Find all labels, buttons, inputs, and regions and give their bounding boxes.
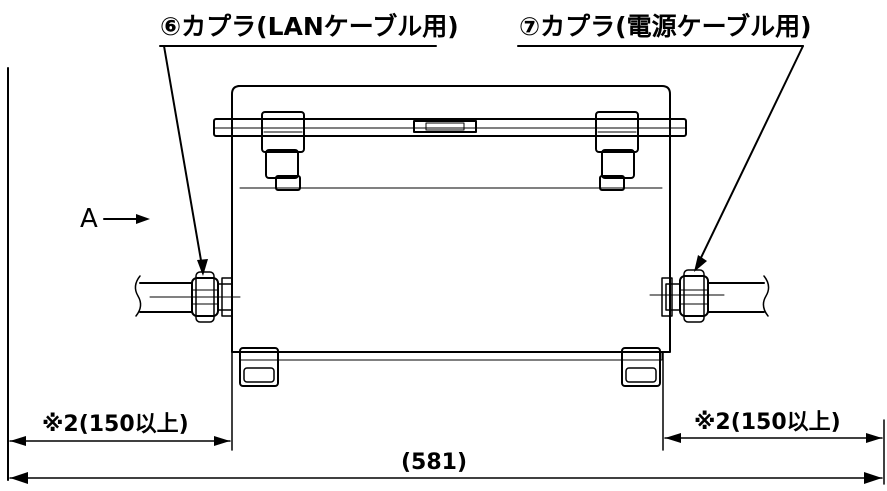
callout-coupler-power: ⑦カプラ(電源ケーブル用) — [519, 12, 812, 41]
view-a-label: A — [80, 204, 98, 234]
dim-right-text: ※2(150以上) — [694, 410, 841, 435]
leader-arrowhead-left — [197, 259, 208, 276]
lid-handle-inner — [425, 122, 465, 131]
leader-coupler-power — [517, 45, 804, 267]
base-rail — [239, 351, 663, 361]
right-latch — [595, 111, 639, 191]
leader-arrowhead-right — [694, 255, 707, 272]
left-cable — [134, 275, 193, 317]
left-latch — [261, 111, 305, 191]
right-foot — [621, 347, 661, 387]
view-a-arrowhead — [136, 214, 150, 224]
right-coupler — [649, 269, 725, 323]
dim-left-text: ※2(150以上) — [42, 412, 189, 437]
right-cable — [707, 275, 770, 317]
left-foot — [239, 347, 279, 387]
callout-coupler-lan: ⑥カプラ(LANケーブル用) — [160, 12, 459, 41]
left-coupler — [149, 271, 241, 323]
leader-coupler-lan — [159, 45, 437, 273]
enclosure-body — [231, 85, 671, 353]
dim-overall-text: (581) — [401, 450, 468, 475]
lid-handle — [413, 120, 477, 133]
